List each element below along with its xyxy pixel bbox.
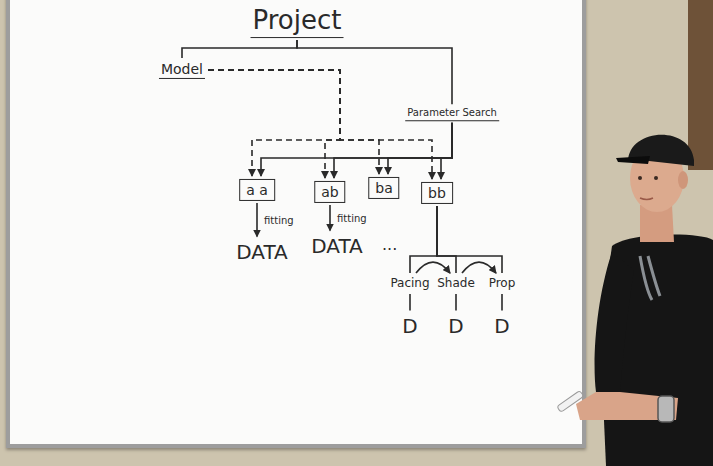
connector	[256, 203, 258, 236]
node-text: DATA	[311, 235, 363, 258]
underlined-heading: Project	[251, 6, 344, 38]
connector	[297, 40, 452, 104]
node-text: Parameter Search	[405, 107, 499, 121]
dashed-connector	[208, 70, 432, 179]
process-box: ba	[368, 177, 399, 199]
underlined-heading: Model	[159, 61, 205, 79]
connector	[501, 294, 503, 311]
mouth	[640, 198, 653, 200]
connector	[334, 123, 452, 178]
connector	[409, 294, 411, 311]
whiteboard	[6, 0, 586, 448]
text-node: D	[400, 314, 419, 339]
connector	[410, 206, 437, 273]
node-text: ba	[375, 180, 392, 196]
node-text: Prop	[489, 277, 516, 291]
connector	[261, 123, 452, 176]
node-text: Pacing	[390, 277, 429, 291]
node-text: a a	[246, 182, 268, 198]
text-node: Pacing	[388, 276, 431, 292]
connector	[437, 206, 502, 273]
marker-pen	[557, 391, 584, 413]
text-node: Prop	[487, 276, 518, 292]
text-node: D	[492, 314, 511, 339]
connector	[182, 40, 297, 58]
node-text: Shade	[437, 277, 475, 291]
node-text: D	[402, 315, 417, 338]
door-frame	[688, 0, 713, 170]
eye	[638, 176, 642, 180]
dashed-connector	[208, 70, 340, 176]
connector	[441, 123, 452, 179]
node-text: Model	[159, 61, 205, 79]
node-text: D	[448, 315, 463, 338]
connector	[329, 205, 331, 230]
ellipsis-note: ...	[380, 236, 399, 254]
connector	[388, 123, 452, 174]
text-node: D	[446, 314, 465, 339]
text-node: Shade	[435, 276, 477, 292]
node-text: ab	[321, 184, 338, 200]
wristwatch	[658, 396, 674, 422]
node-text: D	[494, 315, 509, 338]
connector	[416, 262, 450, 273]
node-text: bb	[428, 185, 446, 201]
eye	[654, 176, 658, 180]
sunglasses	[640, 256, 660, 300]
dashed-connector	[208, 70, 340, 178]
node-text: Project	[251, 6, 344, 38]
process-box: a a	[239, 179, 275, 201]
process-box: ab	[314, 181, 345, 203]
ear	[678, 171, 688, 189]
edge-label: fitting	[335, 213, 369, 224]
edge-label: fitting	[262, 215, 296, 226]
arm	[595, 252, 634, 398]
cap-brim	[616, 156, 650, 164]
text-node: DATA	[309, 234, 365, 259]
connector	[462, 262, 496, 273]
text-node: DATA	[234, 240, 290, 265]
underlined-heading: Parameter Search	[405, 107, 499, 121]
node-text: DATA	[236, 241, 288, 264]
process-box: bb	[421, 182, 453, 204]
connector	[455, 294, 457, 311]
